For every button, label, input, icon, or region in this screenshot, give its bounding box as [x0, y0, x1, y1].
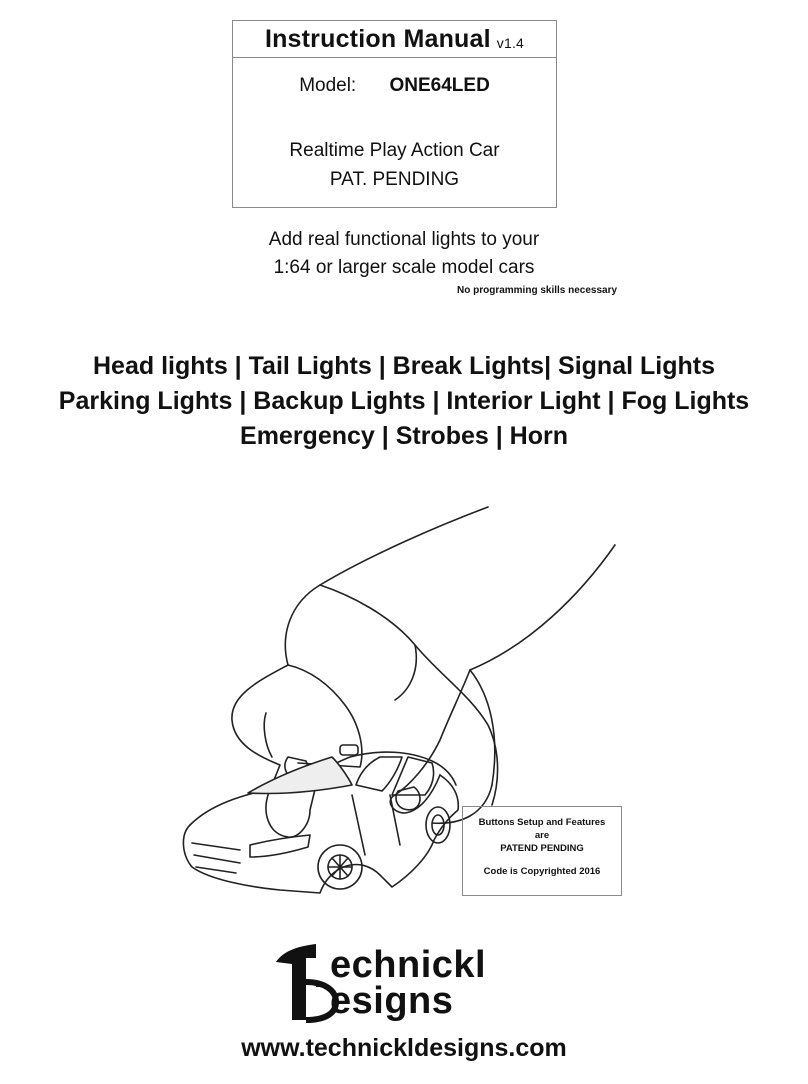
- patent-line-3: PATEND PENDING: [500, 843, 584, 854]
- patent-line-2: are: [534, 830, 550, 841]
- features-line-1: Head lights | Tail Lights | Break Lights…: [93, 352, 715, 380]
- product-description: Realtime Play Action Car: [289, 140, 500, 161]
- technickl-designs-logo: echnickl esigns: [272, 940, 512, 1024]
- copyright-line: Code is Copyrighted 2016: [483, 866, 601, 877]
- model-label: Model:: [299, 75, 357, 96]
- manual-title: Instruction Manual: [264, 24, 491, 53]
- logo-mark-icon: [276, 944, 340, 1023]
- features-line-3: Emergency | Strobes | Horn: [240, 422, 568, 450]
- patent-status: PAT. PENDING: [329, 169, 460, 190]
- manual-version: v1.4: [496, 35, 525, 51]
- features-line-2: Parking Lights | Backup Lights | Interio…: [58, 387, 750, 415]
- website-link[interactable]: www.technickldesigns.com: [241, 1034, 567, 1062]
- title-box: Instruction Manual v1.4 Model: ONE64LED …: [232, 20, 557, 208]
- hand-and-car-illustration: [182, 506, 616, 894]
- programming-note: No programming skills necessary: [457, 285, 618, 296]
- patent-line-1: Buttons Setup and Features: [478, 817, 606, 828]
- intro-line-1: Add real functional lights to your: [268, 229, 540, 250]
- intro-line-2: 1:64 or larger scale model cars: [273, 257, 535, 278]
- logo-line-1: echnickl: [330, 944, 487, 986]
- manual-title-row: Instruction Manual v1.4: [233, 21, 556, 58]
- model-row: Model: ONE64LED: [233, 75, 556, 97]
- logo-line-2: esigns: [330, 980, 454, 1022]
- model-value: ONE64LED: [389, 75, 490, 96]
- patent-notice-box: Buttons Setup and Features are PATEND PE…: [462, 806, 622, 896]
